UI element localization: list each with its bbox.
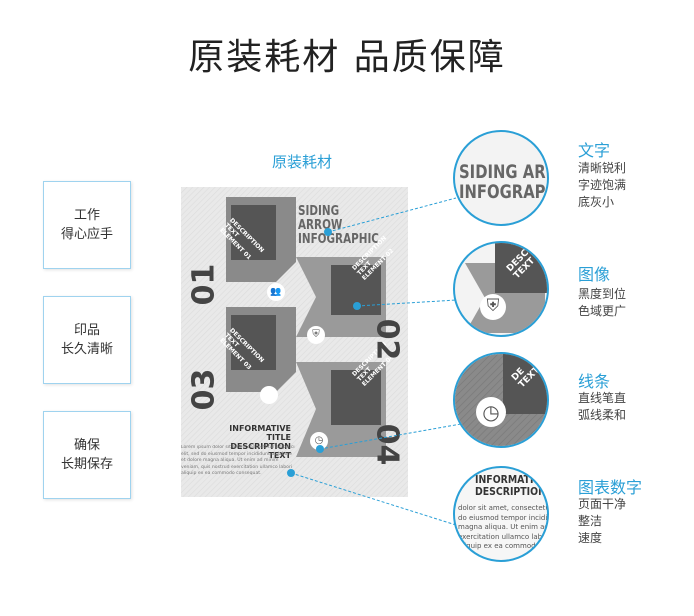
clock-icon: ◷	[314, 435, 324, 446]
zoom-circle-text: SIDING ARROW INFOGRAPHIC	[453, 130, 549, 226]
feature-title-line: 线条	[578, 372, 611, 391]
shield-icon: ⛨	[312, 329, 320, 340]
zoom-circle-digits: INFORMATIVE TI DESCRIPTION TEX dolor sit…	[453, 466, 549, 562]
feature-desc-line: 黑度到位	[578, 287, 627, 301]
clock-icon: ◷	[482, 400, 500, 424]
feature-desc-text: 清晰锐利 字迹饱满 底灰小	[578, 160, 626, 211]
original-supplies-label: 原装耗材	[272, 153, 333, 171]
zoom-circle-image: ⛨ DESCRIP TEXT ELEM	[453, 241, 549, 337]
poster-body-line: aliquip ex ea commodo consequat.	[181, 471, 262, 476]
poster-info-title: INFORMATIVE TITLE DESCRIPTION TEXT	[221, 424, 291, 460]
poster-body-line: Lorem ipsum dolor sit amet, consectetur …	[181, 445, 295, 450]
feature-box-work: 工作 得心应手	[43, 181, 131, 269]
zoom-digits-line: exercitation ullamco labo	[458, 532, 547, 541]
feature-desc-line: 字迹饱满	[578, 178, 627, 192]
feature-box-line: 印品	[73, 323, 100, 338]
connector-dot	[287, 469, 295, 477]
shield-icon: ⛨	[486, 296, 500, 316]
poster-headline-line: SIDING ARROW	[298, 204, 343, 233]
feature-title-text: 文字	[578, 141, 611, 160]
feature-desc-line: 色域更广	[578, 304, 627, 318]
poster-body-line: et dolore magna aliqua. Ut enim ad minim	[181, 458, 279, 463]
zoom-circle-line: ◷ DE TEXT ELE	[453, 352, 549, 448]
connector-dot	[353, 302, 361, 310]
poster-info-line: INFORMATIVE TITLE	[229, 424, 291, 442]
poster-body-line: veniam, quis nostrud exercitation ullamc…	[181, 464, 293, 470]
zoom-digits-title-line: DESCRIPTION TEX	[475, 485, 547, 498]
zoom-text-sample: SIDING ARROW INFOGRAPHIC	[459, 161, 547, 203]
poster-info-line: DESCRIPTION TEXT	[230, 442, 291, 460]
sample-print-poster: SIDING ARROW INFOGRAPHIC DESCRIPTION TEX…	[181, 187, 408, 497]
feature-desc-line: 页面干净	[578, 497, 627, 511]
feature-title-digits: 图表数字	[578, 478, 643, 497]
poster-headline: SIDING ARROW INFOGRAPHIC	[298, 205, 386, 247]
feature-desc-line: 底灰小	[578, 195, 615, 209]
connector-dot	[324, 228, 332, 236]
feature-desc-image: 黑度到位 色域更广	[578, 286, 626, 320]
page-title: 原装耗材 品质保障	[188, 37, 506, 78]
people-icon: 👥	[270, 287, 282, 297]
zoom-digits-title: INFORMATIVE TI DESCRIPTION TEX	[475, 473, 548, 498]
feature-desc-line: 直线笔直 弧线柔和	[578, 390, 626, 424]
feature-desc-line: 清晰锐利	[578, 161, 627, 175]
feature-box-line: 长久清晰	[60, 342, 113, 357]
zoom-digits-title-line: INFORMATIVE TI	[475, 473, 548, 486]
poster-body-text: Lorem ipsum dolor sit amet, consectetur …	[181, 445, 295, 478]
feature-desc-line: 整洁	[578, 514, 603, 528]
zoom-digits-line: do eiusmod tempor incididunt	[458, 513, 548, 522]
poster-body-line: elit, sed do eiusmod tempor incididunt u…	[181, 451, 292, 457]
feature-box-storage: 确保 长期保存	[43, 411, 131, 499]
feature-title-image: 图像	[578, 265, 611, 284]
feature-desc-line: 直线笔直	[578, 391, 627, 405]
feature-box-line: 工作	[73, 208, 100, 223]
zoom-text-line: INFOGRAPHIC	[459, 181, 547, 203]
feature-box-line: 确保	[73, 438, 100, 453]
zoom-digits-line: magna aliqua. Ut enim ad	[458, 523, 549, 531]
feature-desc-line: 速度	[578, 531, 603, 545]
zoom-digits-body: dolor sit amet, consectetur adipisi do e…	[458, 504, 549, 552]
feature-box-line: 长期保存	[60, 457, 113, 472]
poster-headline-line: INFOGRAPHIC	[298, 232, 379, 247]
feature-box-line: 得心应手	[60, 227, 113, 242]
feature-box-print: 印品 长久清晰	[43, 296, 131, 384]
feature-desc-line: 弧线柔和	[578, 408, 627, 422]
feature-desc-digits: 页面干净 整洁 速度	[578, 496, 626, 547]
zoom-digits-line: aliquip ex ea commodo conse	[458, 542, 547, 550]
zoom-text-line: SIDING ARROW	[459, 161, 547, 183]
connector-dot	[316, 445, 324, 453]
zoom-digits-line: dolor sit amet, consectetur adipisi	[458, 504, 549, 512]
